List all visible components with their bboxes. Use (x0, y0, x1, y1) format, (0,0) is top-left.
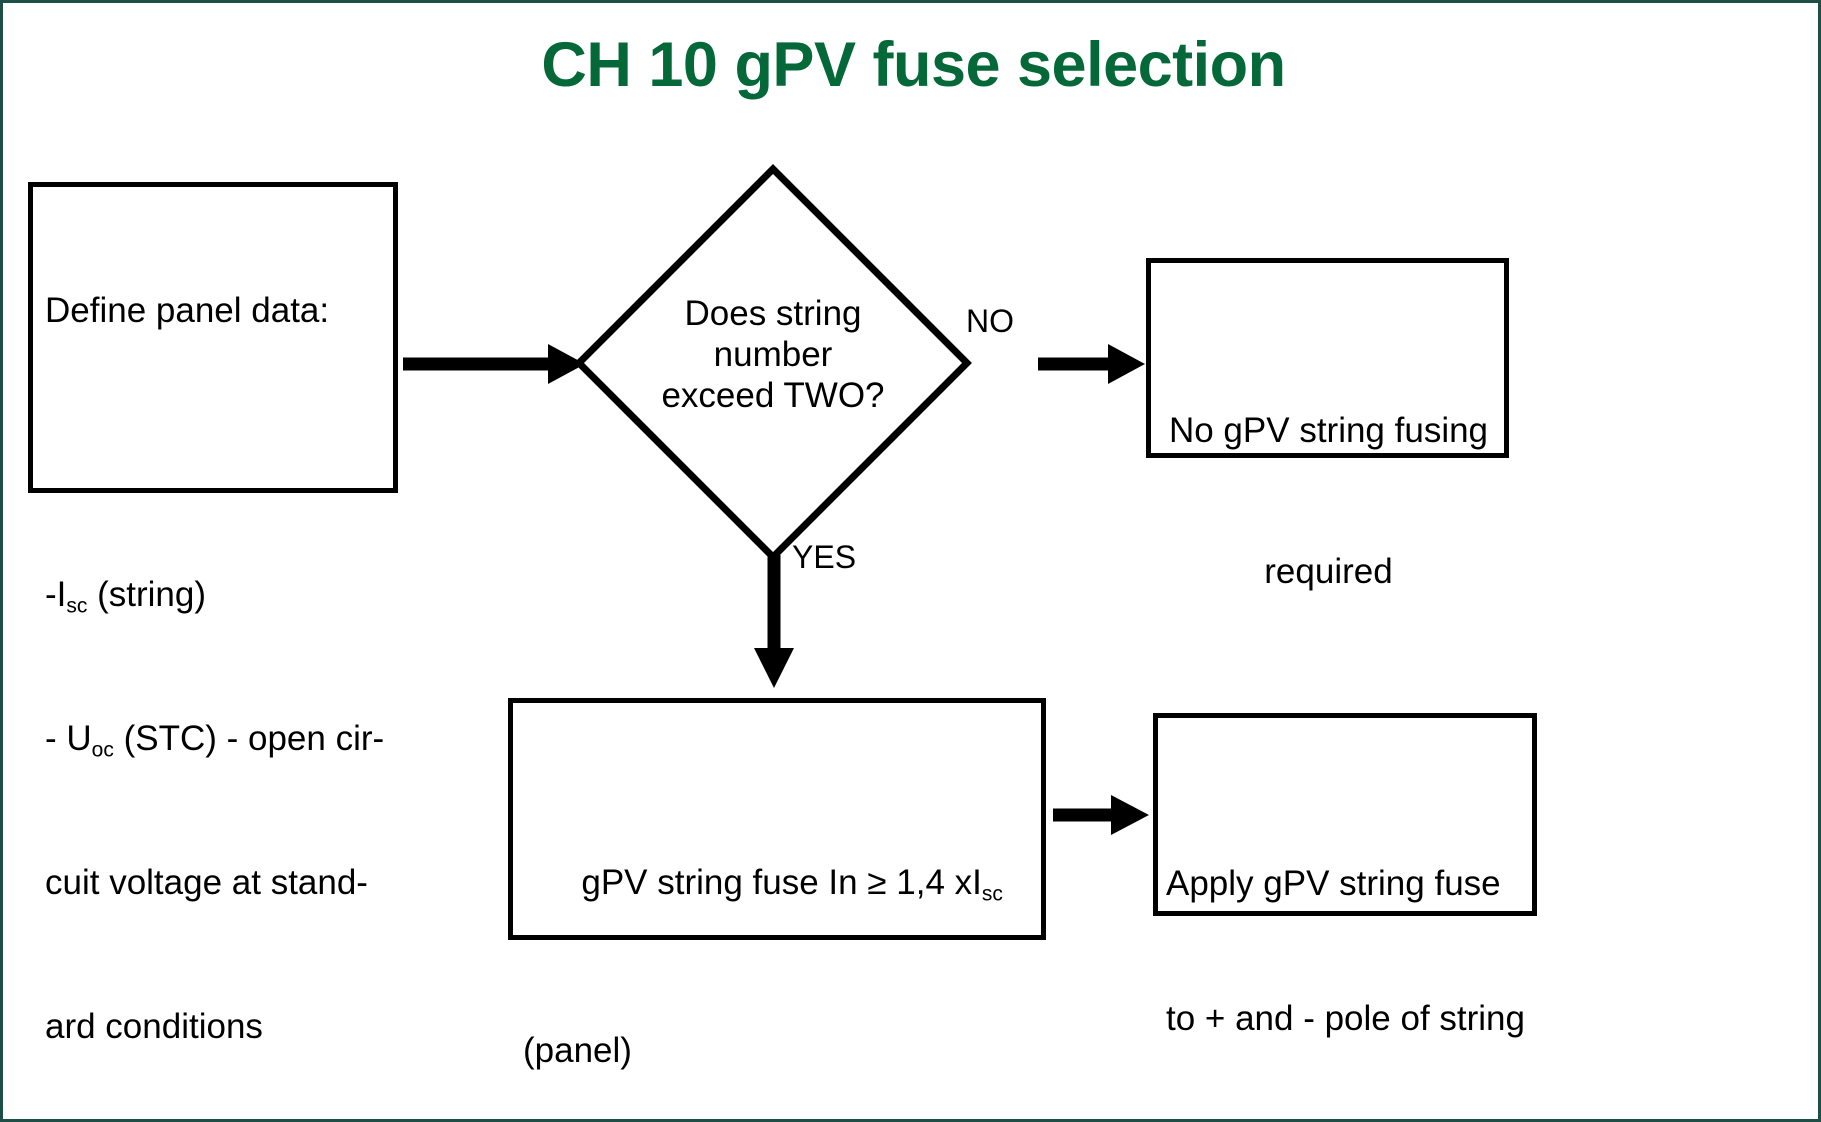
define-line-isc: -Isc (string) (45, 575, 207, 618)
decision-line-3: exceed TWO? (661, 376, 885, 415)
node-decision-shape[interactable] (573, 163, 973, 563)
define-line-cuit: cuit voltage at stand- (45, 863, 368, 902)
define-spacer (45, 431, 475, 475)
node-decision-text: Does string number exceed TWO? (603, 293, 943, 416)
node-define-panel-data-text: Define panel data: -Isc (string) - Uoc (… (45, 191, 475, 1119)
apply-line-1: Apply gPV string fuse (1166, 864, 1501, 903)
sub-sc: sc (981, 882, 1003, 906)
decision-line-2: number (713, 335, 833, 374)
page-title: CH 10 gPV fuse selection (541, 30, 1286, 100)
sub-sc: sc (66, 594, 88, 618)
formula-line-1-b: 1,4 xI (886, 863, 982, 902)
sub-oc: oc (91, 738, 114, 762)
define-heading: Define panel data: (45, 291, 330, 330)
node-no-fusing[interactable] (1146, 258, 1509, 458)
formula-line-2: (panel) (523, 1031, 632, 1070)
define-line-uoc: - Uoc (STC) - open cir- (45, 719, 385, 762)
edge-label-no: NO (966, 303, 1014, 339)
decision-line-1: Does string (684, 294, 862, 333)
geq-icon: ≥ (867, 863, 887, 902)
no-fusing-line-1: No gPV string fusing (1168, 411, 1489, 450)
node-apply-fuse-text: Apply gPV string fuse to + and - pole of… (1166, 771, 1526, 1119)
node-formula-text: gPV string fuse In ≥ 1,4 xIsc (panel) gP… (523, 736, 1043, 1119)
formula-line-1: gPV string fuse In ≥ 1,4 xIsc (523, 820, 1043, 946)
node-no-fusing-text: No gPV string fusing required (1161, 313, 1496, 689)
arrow-decision-to-formula (754, 555, 794, 688)
node-define-panel-data[interactable] (28, 182, 398, 493)
arrow-decision-to-no-fusing (1038, 344, 1145, 384)
apply-line-2: to + and - pole of string (1166, 999, 1525, 1038)
edge-label-yes: YES (792, 539, 857, 575)
formula-line-1-a: gPV string fuse In (581, 863, 868, 902)
arrow-formula-to-apply (1053, 795, 1149, 835)
node-apply-fuse[interactable] (1153, 713, 1537, 916)
node-formula[interactable] (508, 698, 1046, 940)
define-line-ard: ard conditions (45, 1007, 263, 1046)
no-fusing-line-2: required (1264, 552, 1393, 591)
